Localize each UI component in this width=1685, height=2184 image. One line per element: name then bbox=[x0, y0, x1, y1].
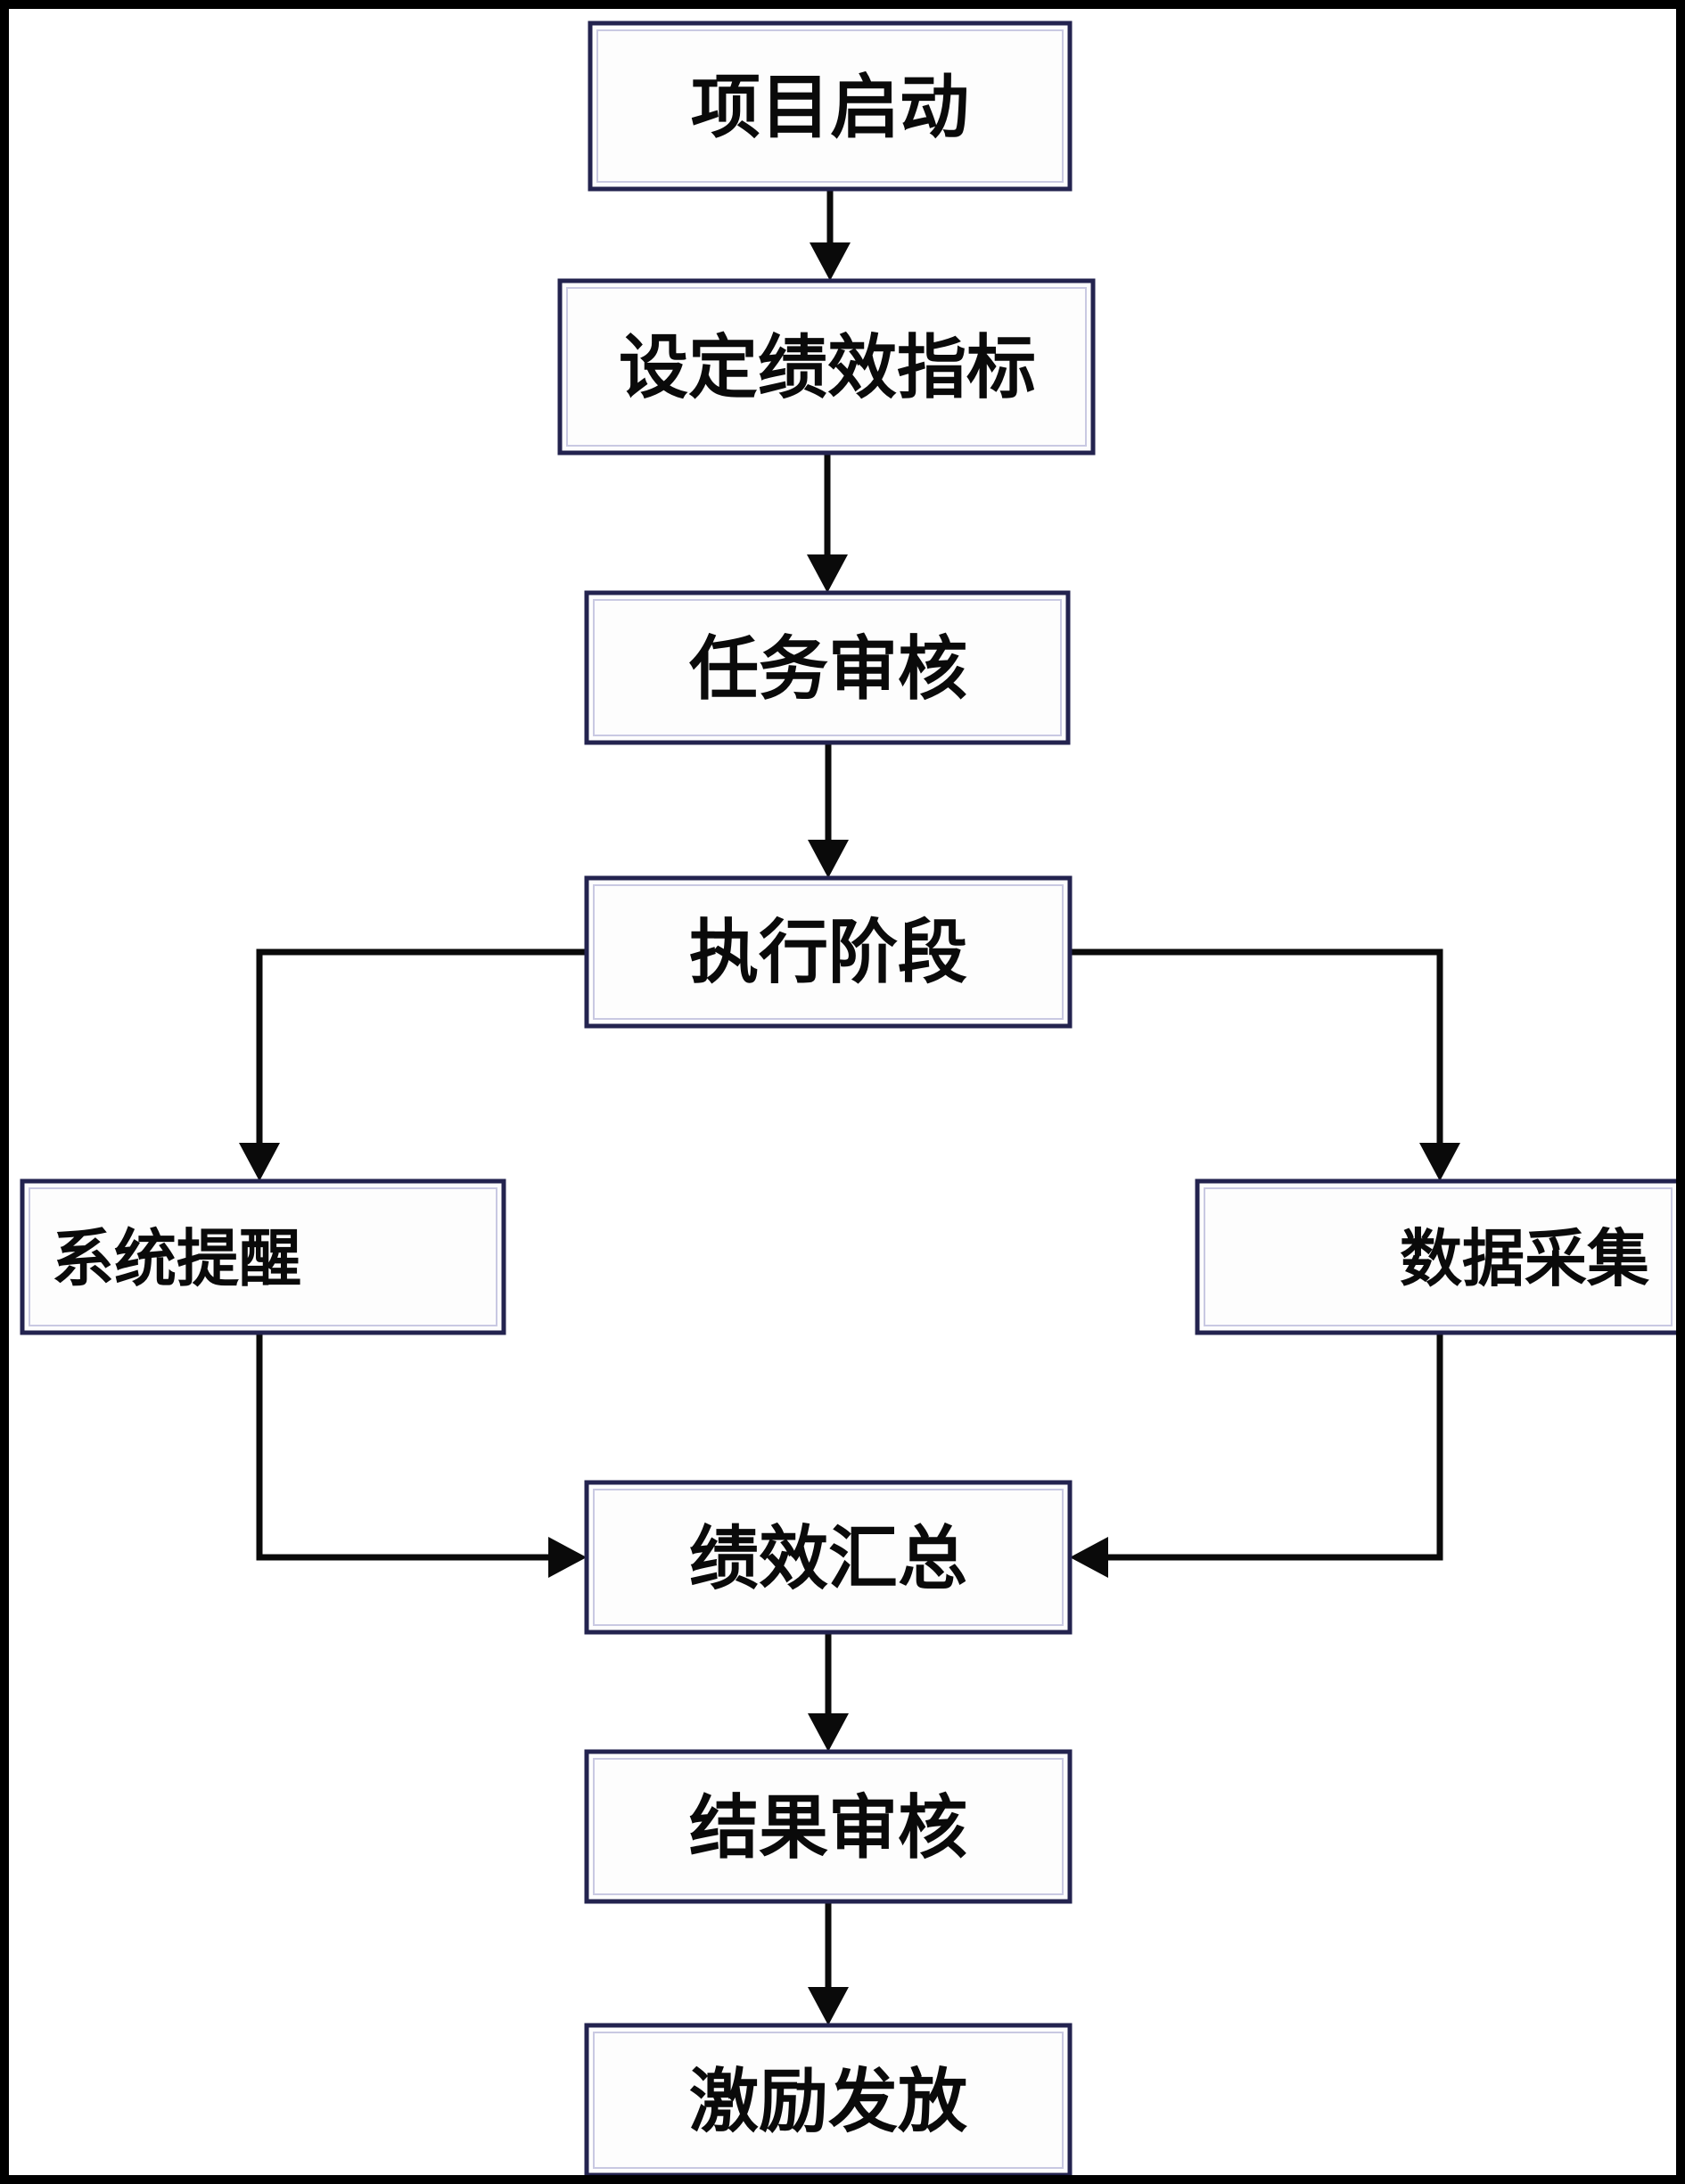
node-set-kpi[interactable]: 设定绩效指标 bbox=[557, 278, 1096, 456]
node-start-label: 项目启动 bbox=[691, 68, 969, 148]
node-reward[interactable]: 激励发放 bbox=[584, 2023, 1073, 2175]
node-execute-label: 执行阶段 bbox=[689, 913, 967, 993]
edge-remind-to-summary bbox=[256, 1333, 587, 1578]
edge-result-to-reward bbox=[808, 1901, 849, 2025]
node-task-audit-label: 任务审核 bbox=[689, 629, 967, 710]
edge-execute-to-remind bbox=[239, 948, 587, 1181]
node-summary-label: 绩效汇总 bbox=[689, 1519, 967, 1599]
node-reward-label: 激励发放 bbox=[689, 2062, 967, 2142]
node-task-audit[interactable]: 任务审核 bbox=[584, 590, 1071, 745]
node-set-kpi-label: 设定绩效指标 bbox=[619, 328, 1036, 408]
node-layer: 项目启动 设定绩效指标 任务审核 执行阶段 系统提醒 bbox=[20, 21, 1679, 2175]
node-execute[interactable]: 执行阶段 bbox=[584, 875, 1073, 1029]
node-collect[interactable]: 数据采集 bbox=[1195, 1178, 1679, 1335]
flowchart-canvas: 项目启动 设定绩效指标 任务审核 执行阶段 系统提醒 bbox=[20, 21, 1679, 2175]
edge-summary-to-result bbox=[808, 1632, 849, 1752]
edge-execute-to-collect bbox=[1070, 948, 1460, 1181]
node-remind[interactable]: 系统提醒 bbox=[20, 1178, 506, 1335]
node-collect-label: 数据采集 bbox=[1400, 1222, 1649, 1295]
edge-task-audit-to-execute bbox=[808, 743, 849, 878]
node-result[interactable]: 结果审核 bbox=[584, 1749, 1073, 1904]
edge-layer bbox=[239, 189, 1460, 2025]
edge-collect-to-summary bbox=[1070, 1333, 1443, 1578]
edge-start-to-set-kpi bbox=[810, 189, 851, 281]
node-result-label: 结果审核 bbox=[689, 1788, 967, 1868]
edge-set-kpi-to-task-audit bbox=[807, 453, 848, 593]
node-remind-label: 系统提醒 bbox=[52, 1222, 301, 1295]
node-summary[interactable]: 绩效汇总 bbox=[584, 1480, 1073, 1635]
node-start[interactable]: 项目启动 bbox=[588, 21, 1073, 192]
